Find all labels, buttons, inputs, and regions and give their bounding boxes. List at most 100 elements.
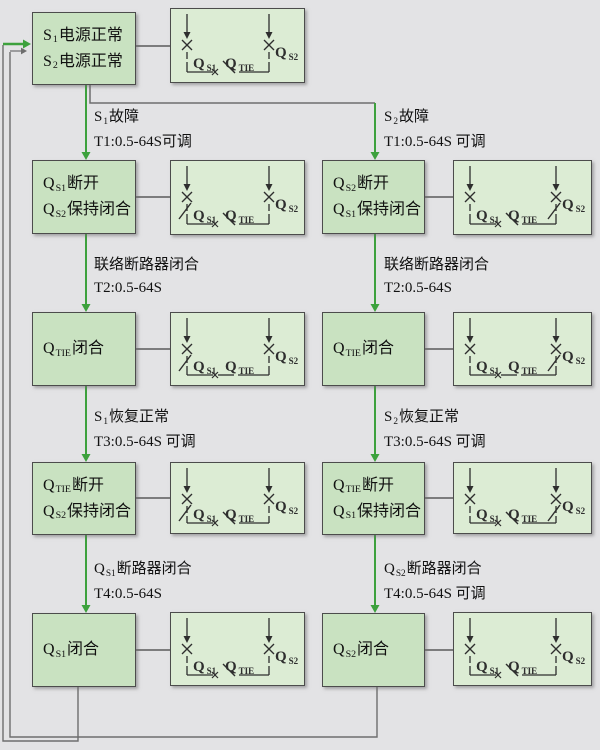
qs1-open-blade xyxy=(178,202,192,220)
qs2-feeder-arrow xyxy=(265,336,273,343)
qs1-breaker-x xyxy=(464,343,476,355)
bus-x xyxy=(211,519,219,527)
state-box-line: QTIE断开 xyxy=(43,476,104,496)
subscript: S1 xyxy=(55,182,67,194)
qs1-breaker-x xyxy=(464,493,476,505)
bus-x xyxy=(211,371,219,379)
transition-label-line: S2故障 xyxy=(384,109,430,127)
transition-label-line: S1恢复正常 xyxy=(94,409,170,427)
qs2-feeder-arrow xyxy=(552,184,560,191)
qs2-feeder-arrow xyxy=(265,636,273,643)
tie-open-blade xyxy=(222,60,236,74)
qs2-feeder-arrow xyxy=(265,32,273,39)
qs2-feeder-arrow xyxy=(552,636,560,643)
branch-to-right xyxy=(89,85,375,104)
state-box-line: S2电源正常 xyxy=(43,52,123,72)
subscript: 2 xyxy=(393,416,398,427)
subscript: 1 xyxy=(52,34,58,46)
transition-label-line: T3:0.5-64S 可调 xyxy=(94,434,196,450)
state-box-line: S1电源正常 xyxy=(43,26,123,46)
qs1-breaker-x xyxy=(181,191,193,203)
state-box-b3l: QTIE闭合 xyxy=(32,312,136,386)
tie-open-blade xyxy=(222,663,236,677)
arrowhead-down xyxy=(81,454,91,462)
qs2-breaker-x xyxy=(263,191,275,203)
qs2-breaker-x xyxy=(263,343,275,355)
transition-label-line: QS1断路器闭合 xyxy=(94,561,192,579)
bus-x xyxy=(494,220,502,228)
subscript: 1 xyxy=(103,116,108,127)
qs2-open-blade xyxy=(547,202,561,220)
subscript: 2 xyxy=(52,60,58,72)
feedback-inner xyxy=(9,52,378,738)
qs2-breaker-x xyxy=(263,643,275,655)
arrowhead-down xyxy=(81,152,91,160)
subscript: S2 xyxy=(55,208,67,220)
transition-label-line: 联络断路器闭合 xyxy=(94,257,200,273)
tie-open-blade xyxy=(222,212,236,226)
qs1-feeder-arrow xyxy=(466,636,474,643)
state-box-b5l: QS1闭合 xyxy=(32,613,136,687)
state-box-line: QTIE断开 xyxy=(333,476,394,496)
bus-x xyxy=(494,671,502,679)
qs2-breaker-x xyxy=(263,39,275,51)
subscript: S2 xyxy=(55,510,67,522)
qs2-feeder-arrow xyxy=(552,486,560,493)
tie-open-blade xyxy=(505,511,519,525)
subscript: S1 xyxy=(105,568,116,579)
qs2-open-blade xyxy=(547,504,561,522)
state-box-b3r: QTIE闭合 xyxy=(322,312,425,386)
transition-label-line: QS2断路器闭合 xyxy=(384,561,482,579)
arrowhead-down xyxy=(370,605,380,613)
qs1-feeder-arrow xyxy=(183,184,191,191)
qs1-feeder-arrow xyxy=(183,336,191,343)
qs1-feeder-arrow xyxy=(183,486,191,493)
qs2-breaker-x xyxy=(550,343,562,355)
subscript: TIE xyxy=(55,347,71,359)
subscript: TIE xyxy=(345,347,361,359)
bus-x xyxy=(211,671,219,679)
subscript: S2 xyxy=(395,568,406,579)
arrowhead-right xyxy=(23,39,31,49)
arrowhead-down xyxy=(370,454,380,462)
transition-label-line: T2:0.5-64S xyxy=(384,280,452,296)
transition-label-line: T1:0.5-64S可调 xyxy=(94,134,192,150)
state-box-line: QS1闭合 xyxy=(43,641,100,660)
arrowhead-right xyxy=(21,47,27,55)
transition-label-line: S2恢复正常 xyxy=(384,409,460,427)
qs1-open-blade xyxy=(178,354,192,372)
subscript: TIE xyxy=(345,484,361,496)
